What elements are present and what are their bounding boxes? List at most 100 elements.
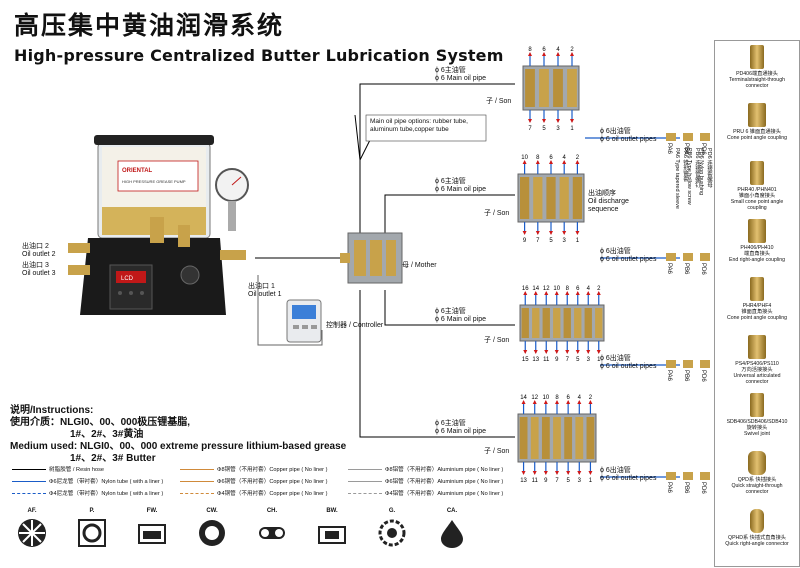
distributor-section [586,417,595,459]
outlet-number: 5 [576,357,580,363]
outlet-number: 13 [520,478,527,484]
distributor-section [546,177,556,219]
outlet-arrow [543,400,548,404]
outlet-number: 10 [521,155,528,161]
pipe-options-pointer [354,114,371,162]
outlet-arrow [588,400,593,404]
legend-item: Φ6铜管（不用衬套）Copper pipe ( No liner ) [180,477,327,485]
outlet-arrow [549,231,553,235]
distributor-section [539,69,549,107]
outlet-number: 4 [556,47,560,53]
controller-device[interactable] [285,298,325,346]
fitting-icon [750,277,764,301]
symbol-item: CA. [432,508,472,549]
distributor-section [575,417,584,459]
fitting-part [683,360,693,368]
legend-label: Φ4尼龙管（带衬套）Nylon tube ( with a liner ) [49,491,164,497]
symbol-item: AF. [12,508,52,549]
controller-label: 控制器 / Controller [326,322,384,329]
fitting-part [700,253,710,261]
symbol-item: P. [72,508,112,549]
circle-wheel-icon [196,517,228,549]
fitting-code-pb6: PB6 [683,143,689,155]
outlet-arrow [577,471,582,475]
svg-text:HIGH PRESSURE GREASE PUMP: HIGH PRESSURE GREASE PUMP [122,179,186,184]
outlet1-fitting [220,250,246,260]
outlet-number: 4 [587,286,591,292]
fitting-desc: PHR40 /PHN401 锥面小角度接头 Small cone point a… [730,187,784,211]
pipe-options-box [365,114,487,142]
fitting-code-pb6: PB6 [683,370,689,382]
outlet-number: 5 [549,238,553,244]
outlet-arrow [528,119,532,123]
outlet-arrow [522,160,527,164]
son-label-3: 子 / Son [484,337,510,344]
symbol-row: AF.P.FW.CW.CH.BW.G.CA. [12,508,482,566]
outlet-arrow [565,291,570,295]
legend-label: Φ6铝管（不用衬套）Aluminium pipe ( No liner ) [385,479,504,485]
outlet-arrow [575,160,580,164]
outlet2-fitting [68,243,90,253]
outlet-arrow [532,400,537,404]
outlet-arrow [549,160,553,164]
legend-item: Φ4铜管（不用衬套）Copper pipe ( No liner ) [180,489,327,497]
outlet-arrow [528,52,532,56]
outlet-arrow [586,291,591,295]
outlet-number: 7 [528,126,532,132]
outlet-arrow [544,291,549,295]
outlet-number: 8 [528,47,532,53]
distributor-section [572,177,583,219]
distributor-section [519,417,528,459]
grease-pump[interactable]: ORIENTAL HIGH PRESSURE GREASE PUMP LCD [60,125,260,340]
outlet-number: 10 [543,395,550,401]
outlet-arrow [523,291,528,295]
fitting-part [683,253,693,261]
legend-item: Φ6铝管（不用衬套）Aluminium pipe ( No liner ) [348,477,503,485]
outlet-pipe-label-3: ϕ 6出油管 ϕ 6 oil outlet pipes [600,355,657,370]
legend-swatch [348,480,382,482]
fitting-part [666,133,676,141]
outlet-number: 8 [555,395,559,401]
main-pipe-to-block4 [359,290,515,438]
symbol-item: BW. [312,508,352,549]
fitting-desc-pd6_desc: PD6 连接套螺母 PD6 Nylon bushing [698,148,712,196]
drop-icon [436,517,468,549]
legend-item: Φ6尼龙管（带衬套）Nylon tube ( with a liner ) [12,477,163,485]
legend-swatch [12,480,46,482]
outlet-number: 2 [570,47,574,53]
outlet-number: 11 [532,478,539,484]
fitting-code-pd6: PD6 [700,143,706,155]
distributor-section [530,417,539,459]
outlet-arrow [577,400,582,404]
mother-distributor[interactable] [340,218,410,298]
fitting-item: PD406端直通接头 Terminalstraight-through conn… [715,45,799,89]
distributor-section [521,308,529,338]
fitting-part [666,253,676,261]
outlet-arrow [533,350,538,354]
outlet-number: 3 [578,478,582,484]
outlet-number: 10 [553,286,560,292]
outlet-arrow [575,291,580,295]
outlet-number: 14 [532,286,539,292]
symbol-item: FW. [132,508,172,549]
outlet-number: 8 [536,155,540,161]
outlet-arrow [544,350,549,354]
fitting-icon [750,161,764,185]
outlet-arrow [554,350,559,354]
main-pipe-to-block2 [384,194,515,240]
outlet-number: 6 [542,47,546,53]
outlet2-label: 出油口 2 Oil outlet 2 [22,243,56,258]
outlet-number: 11 [543,357,550,363]
outlet-arrow [575,350,580,354]
outlet-number: 4 [563,155,567,161]
distributor-section [532,308,540,338]
fitting-desc: PS4/PS406/PS110 万向活接接头 Universal articul… [733,361,781,385]
legend-label: Φ8铝管（不用衬套）Aluminium pipe ( No liner ) [385,467,504,473]
fitting-desc: PHR4/PHF4 锥面直角接头 Cone point angle coupli… [727,303,787,321]
outlet-arrow [570,119,574,123]
